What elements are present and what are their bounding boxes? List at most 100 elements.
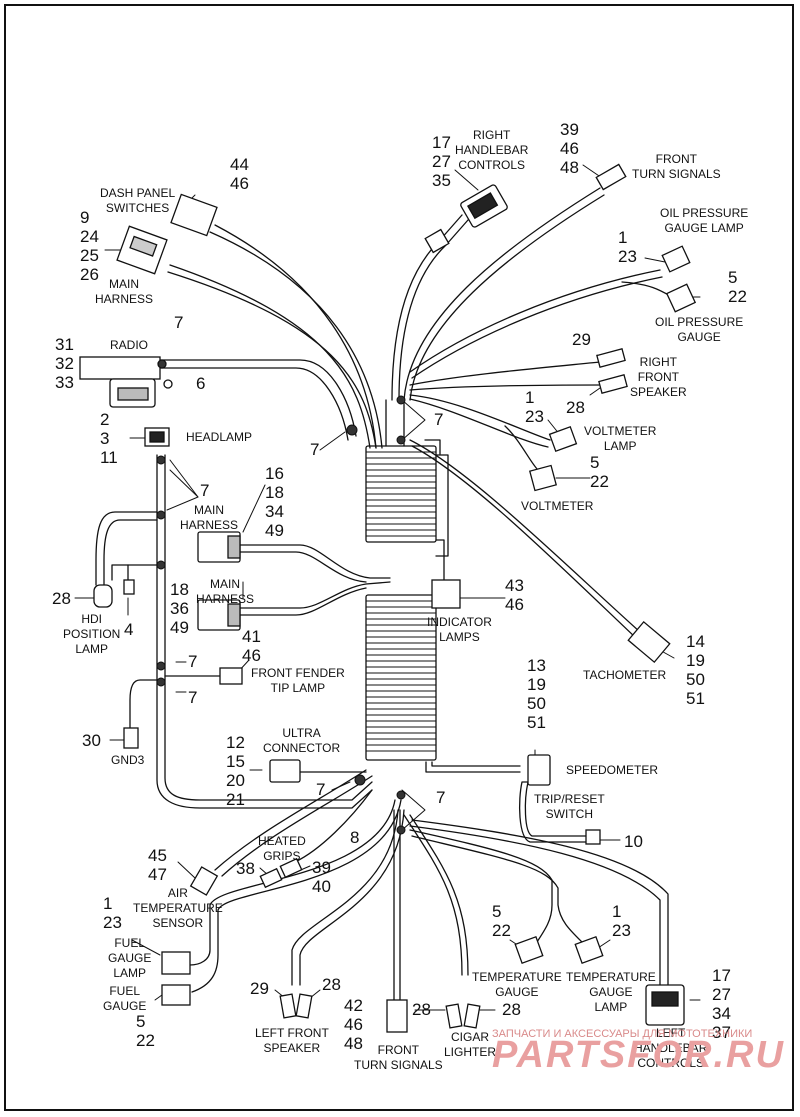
callout-air-temp: 45 47: [148, 846, 167, 884]
label-indicator-lamps: INDICATOR LAMPS: [427, 615, 492, 644]
callout-indicator-lamps: 43 46: [505, 576, 524, 614]
ultra-connector-block: [269, 759, 301, 783]
label-temperature-gauge-lamp: TEMPERATURE GAUGE LAMP: [566, 970, 656, 1014]
components: [79, 163, 697, 1033]
upper-wires: [167, 187, 673, 639]
callout-clip-center-right: 7: [434, 410, 444, 429]
lf-speaker-terminal-2: [295, 993, 313, 1019]
watermark-text: ЗАПЧАСТИ И АКСЕССУАРЫ ДЛЯ МОТОТЕХНИКИ: [492, 1028, 753, 1040]
label-left-handlebar-controls: LEFT HANDLEBAR CONTROLS: [634, 1026, 708, 1070]
lf-speaker-terminal-1: [279, 993, 297, 1019]
gnd3-terminal: [123, 727, 139, 749]
clip-7-top-a: [396, 395, 406, 405]
callout-oil-lamp: 1 23: [618, 228, 637, 266]
callout-lh-controls: 17 27 34 37: [712, 966, 731, 1042]
clip-7-loom-3: [156, 560, 166, 570]
label-dash-panel-switches: DASH PANEL SWITCHES: [100, 186, 176, 215]
voltmeter-lamp-socket: [548, 425, 578, 453]
main-bundle: [365, 399, 449, 761]
label-front-turn-signals-top: FRONT TURN SIGNALS: [632, 152, 721, 181]
speedometer-connector: [527, 754, 551, 786]
label-front-turn-signals-bottom: FRONT TURN SIGNALS: [354, 1043, 443, 1072]
rf-speaker-terminal-1: [596, 348, 626, 368]
callout-clips-left-group: 7: [200, 481, 210, 500]
cigar-terminal-1: [445, 1003, 463, 1029]
callout-headlamp: 2 3 11: [100, 410, 118, 467]
label-heated-grips: HEATED GRIPS: [258, 834, 306, 863]
callout-fender-connector: 41 46: [242, 627, 261, 665]
fender-tip-connector: [219, 667, 243, 685]
heated-grips-plug-1: [259, 867, 283, 889]
label-temperature-gauge: TEMPERATURE GAUGE: [472, 970, 562, 999]
label-main-harness-mid: MAIN HARNESS: [180, 503, 239, 532]
leader-lines: [74, 164, 701, 1011]
label-ultra-connector: ULTRA CONNECTOR: [263, 726, 341, 755]
callout-clip-bottom-8: 8: [350, 828, 360, 847]
trip-switch-plug: [585, 829, 601, 845]
clip-7-loom-4: [156, 661, 166, 671]
callout-fender-clip-bottom: 7: [188, 688, 198, 707]
label-main-harness-low: MAIN HARNESS: [196, 577, 255, 606]
label-left-front-speaker: LEFT FRONT SPEAKER: [255, 1026, 329, 1055]
dash-panel-connector: [170, 193, 218, 237]
front-turn-top-connector: [595, 163, 627, 191]
callout-lf-speaker-right: 28: [322, 975, 341, 994]
watermark-logo: PARTSFOR.RU: [492, 1034, 785, 1076]
label-radio: RADIO: [110, 338, 149, 352]
callout-trip-switch: 10: [624, 832, 643, 851]
label-air-temperature-sensor: AIR TEMPERATURE SENSOR: [133, 886, 223, 930]
voltmeter-connector: [528, 464, 558, 492]
tachometer-connector: [627, 620, 671, 664]
rf-speaker-terminal-2: [598, 374, 628, 394]
callout-dash-panel: 44 46: [230, 155, 249, 193]
clip-7-loom-5: [156, 677, 166, 687]
label-voltmeter-lamp: VOLTMETER LAMP: [584, 424, 657, 453]
callout-fender-clip-top: 7: [188, 652, 198, 671]
left-loom: [95, 454, 373, 809]
callout-oil-gauge: 5 22: [728, 268, 747, 306]
callout-temp-lamp: 1 23: [612, 902, 631, 940]
callout-temp-gauge: 5 22: [492, 902, 511, 940]
callout-rf-speaker-bottom: 28: [566, 398, 585, 417]
callout-radio: 31 32 33: [55, 335, 74, 392]
label-fuel-gauge-lamp: FUEL GAUGE LAMP: [108, 936, 152, 980]
callout-fuel-lamp: 1 23: [103, 894, 122, 932]
clip-7-left: [346, 424, 358, 436]
radio-unit: [79, 356, 161, 380]
callout-lf-speaker-left: 29: [250, 979, 269, 998]
clip-7-loom-2: [156, 510, 166, 520]
callout-radio-clip: 7: [174, 313, 184, 332]
callout-clip-bottom-right: 7: [436, 788, 446, 807]
callout-rh-controls: 17 27 35: [432, 133, 451, 190]
callout-clip-bottom-left: 7: [316, 780, 326, 799]
clip-7-bottom-a: [396, 790, 406, 800]
oil-lamp-socket: [661, 245, 691, 273]
label-oil-pressure-gauge: OIL PRESSURE GAUGE: [655, 315, 744, 344]
callout-radio-screw: 6: [196, 374, 206, 393]
label-main-harness-top: MAIN HARNESS: [95, 277, 154, 306]
callout-cigar-left: 28: [412, 1000, 431, 1019]
label-right-front-speaker: RIGHT FRONT SPEAKER: [630, 355, 687, 399]
lower-wires: [189, 761, 669, 1001]
oil-gauge-connector: [665, 283, 697, 313]
heated-grips-plug-2: [279, 857, 303, 879]
clip-7-bottom-b: [396, 825, 406, 835]
clip-7-loom-1: [156, 455, 166, 465]
temp-lamp-socket: [574, 936, 604, 964]
clip-7-top-b: [396, 435, 406, 445]
callout-main-harness-mid: 16 18 34 49: [265, 464, 284, 540]
label-hdi-position-lamp: HDI POSITION LAMP: [63, 612, 121, 656]
label-voltmeter: VOLTMETER: [521, 499, 594, 513]
callout-speedometer: 13 19 50 51: [527, 656, 546, 732]
label-tachometer: TACHOMETER: [583, 668, 667, 682]
air-temp-sensor-plug: [189, 866, 219, 896]
callout-main-harness-low: 18 36 49: [170, 580, 189, 637]
callout-front-turn-top: 39 46 48: [560, 120, 579, 177]
bundle-coils: [365, 451, 437, 752]
label-speedometer: SPEEDOMETER: [566, 763, 659, 777]
label-fuel-gauge: FUEL GAUGE: [103, 984, 147, 1013]
fuel-gauge-connector: [161, 984, 191, 1006]
callout-front-turn-bottom: 42 46 48: [344, 996, 363, 1053]
label-gnd3: GND3: [111, 753, 145, 767]
callout-hdi-lamp: 28: [52, 589, 71, 608]
